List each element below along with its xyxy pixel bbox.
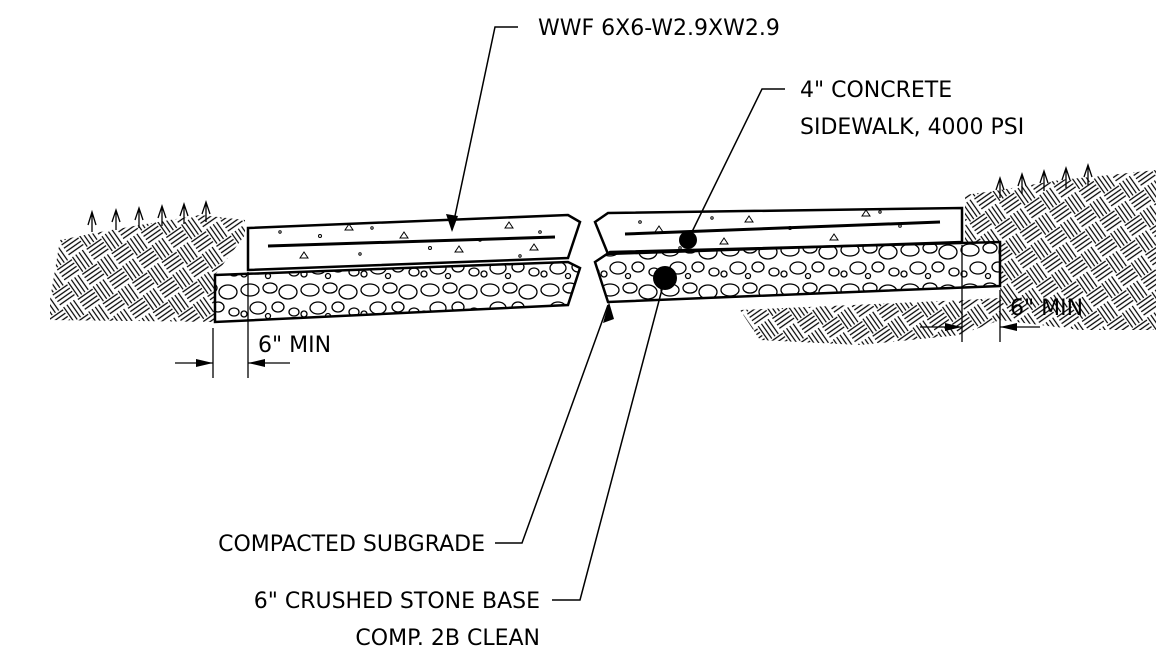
left-grass-symbols xyxy=(87,199,211,232)
left-dimension-label: 6" MIN xyxy=(258,333,331,358)
left-stone-base xyxy=(213,260,582,324)
subgrade-label: COMPACTED SUBGRADE xyxy=(218,532,485,557)
stone-label-line2: COMP. 2B CLEAN xyxy=(355,626,540,651)
right-dimension-label: 6" MIN xyxy=(1010,296,1083,321)
stone-label-line1: 6" CRUSHED STONE BASE xyxy=(254,589,540,614)
wwf-label: WWF 6X6-W2.9XW2.9 xyxy=(538,16,780,41)
left-concrete-slab xyxy=(246,213,582,272)
concrete-label-line1: 4" CONCRETE xyxy=(800,78,952,103)
stone-leader xyxy=(552,277,666,601)
concrete-label-line2: SIDEWALK, 4000 PSI xyxy=(800,115,1024,140)
concrete-leader xyxy=(687,88,785,241)
subgrade-leader xyxy=(495,302,614,544)
right-concrete-slab xyxy=(593,206,964,256)
wwf-leader xyxy=(446,26,518,232)
right-grass-symbols xyxy=(995,162,1093,198)
